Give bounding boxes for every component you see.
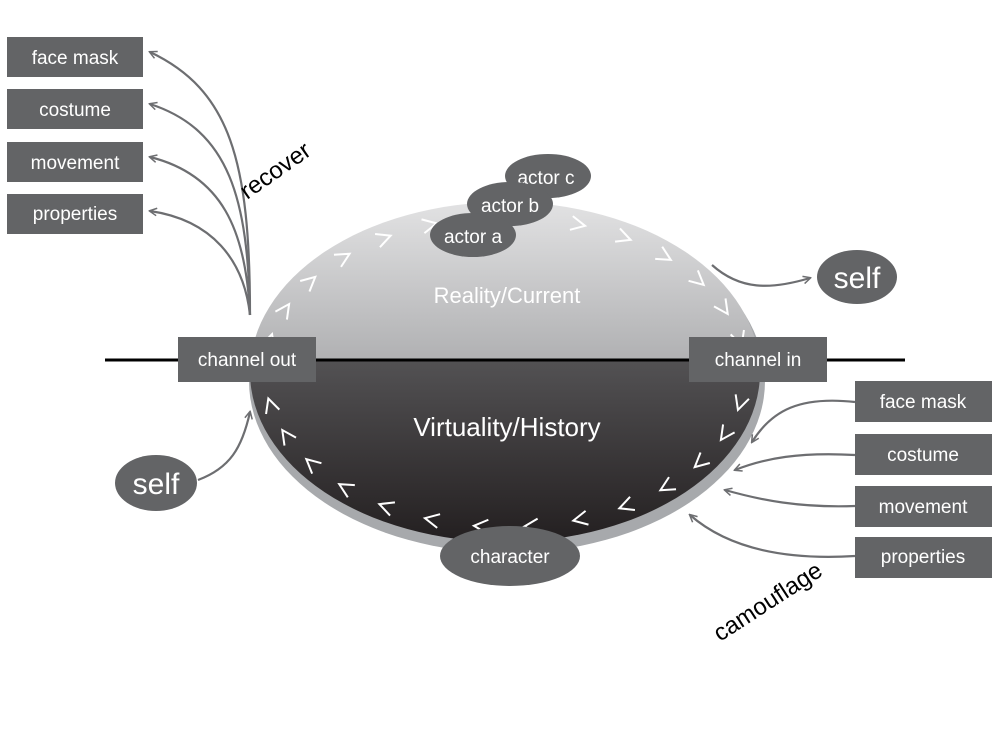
camouflage-arrow-face-mask [752,399,856,442]
right-box-properties: properties [855,537,992,578]
recover-label: recover [235,137,316,205]
channel-out-label: channel out [198,350,297,371]
flow-chevron [571,510,589,526]
left-box-costume-label: costume [39,100,111,121]
ellipse-body [249,202,765,553]
channel-in-box: channel in [689,337,827,382]
right-box-face-mask-label: face mask [880,392,967,413]
flow-chevron [688,269,706,287]
actor-a-bubble [430,213,516,257]
flow-chevron [614,227,633,243]
left-box-properties: properties [7,194,143,234]
left-box-face-mask: face mask [7,37,143,77]
left-box-properties-label: properties [33,204,118,225]
channel-out-box: channel out [178,337,316,382]
actor-a-label: actor a [444,227,503,248]
right-box-movement: movement [855,486,992,527]
flow-chevron [265,396,281,415]
flow-chevron [658,476,677,492]
camouflage-arrow-movement [725,490,856,508]
flow-chevron [337,483,355,498]
right-box-costume-label: costume [887,445,959,466]
flow-chevron [655,246,673,261]
recover-arrow-costume [150,104,252,316]
left-box-costume: costume [7,89,143,129]
right-box-face-mask: face mask [855,381,992,422]
flow-chevron [299,275,317,292]
self-right-node: self [817,250,897,304]
flow-chevron [281,428,297,446]
actor-c-label: actor c [517,168,574,189]
flow-chevron [719,424,736,442]
left-box-face-mask-label: face mask [32,48,119,69]
flow-chevron [569,215,588,231]
self-left-node: self [115,455,197,511]
channel-in-label: channel in [715,350,802,371]
virtuality-history-title: Virtuality/History [413,412,600,442]
flow-chevron [693,452,711,469]
flow-chevron [422,513,441,529]
right-box-properties-label: properties [881,547,966,568]
flow-chevron [377,501,396,517]
self-left-label: self [133,468,180,501]
reality-current-title: Reality/Current [434,283,581,308]
self-left-arrow [197,412,250,482]
character-node: character [440,526,580,586]
flow-chevron [713,298,729,316]
left-box-movement-label: movement [31,153,120,174]
flow-chevron [734,394,750,413]
recover-arrows [150,52,252,316]
left-boxes: face mask costume movement properties [7,37,143,234]
reality-half [250,202,760,360]
virtuality-half [250,360,760,542]
camouflage-label: camouflage [709,557,828,647]
right-box-movement-label: movement [879,497,968,518]
self-right-arrow [711,264,810,287]
camouflage-arrow-properties [690,515,856,558]
self-right-label: self [834,262,881,295]
recover-arrow-movement [150,157,252,316]
actor-b-label: actor b [481,196,539,217]
flow-chevron [617,496,636,511]
camouflage-arrow-costume [735,453,856,470]
recover-arrow-properties [150,211,252,316]
flow-chevron [333,252,352,268]
character-label: character [470,547,550,568]
camouflage-arrows [690,399,856,558]
flow-chevron [274,302,291,320]
right-box-costume: costume [855,434,992,475]
flow-chevron [374,233,393,248]
recover-arrow-face-mask [150,52,252,316]
flow-chevron [304,457,322,475]
left-box-movement: movement [7,142,143,182]
right-boxes: face mask costume movement properties [855,381,992,578]
actors-group: actor c actor b actor a [430,154,591,257]
